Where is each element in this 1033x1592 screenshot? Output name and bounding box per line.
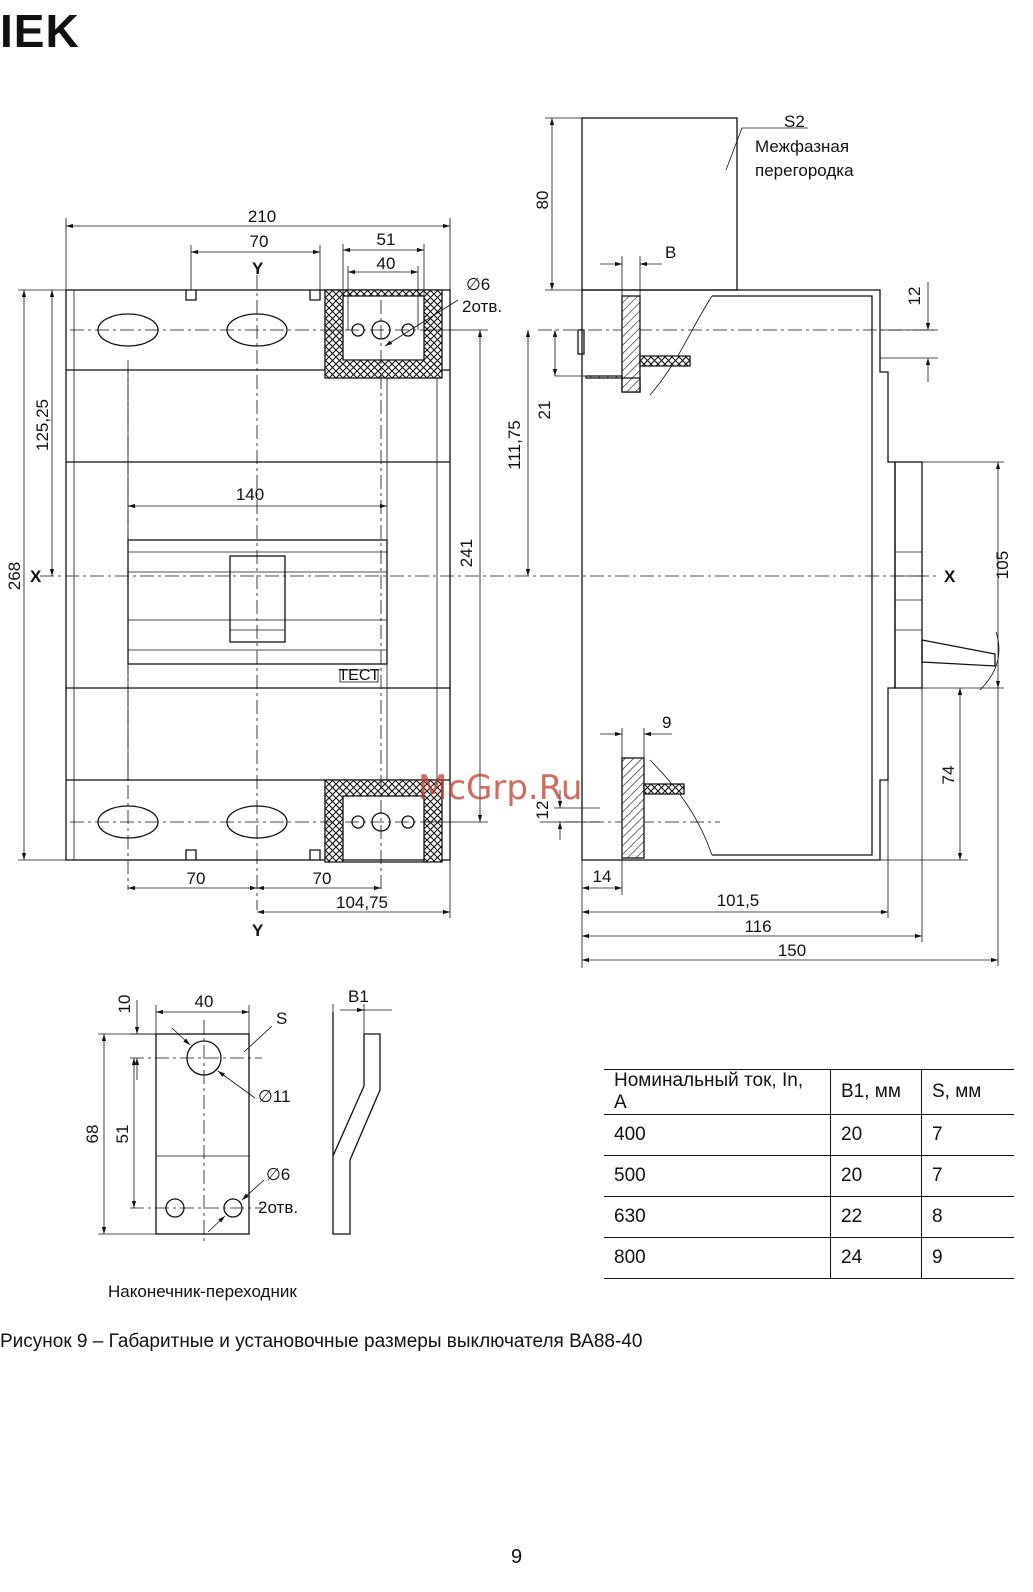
dim-pitch-bottom-left: 70	[187, 869, 206, 888]
table-row: 400 20 7	[604, 1114, 1014, 1156]
logo-text: IEK	[0, 5, 80, 57]
axis-y-top: Y	[252, 259, 264, 278]
adapter-dim-hole-spacing: 51	[113, 1125, 132, 1144]
dim-top-offset: 12	[905, 287, 924, 306]
figure-caption: Рисунок 9 – Габаритные и установочные ра…	[0, 1331, 643, 1352]
table-cell: 22	[830, 1196, 922, 1238]
table-header-current: Номинальный ток, In, А	[604, 1069, 831, 1115]
dim-base-depth: 14	[593, 867, 612, 886]
dim-handle-width: 140	[236, 485, 264, 504]
adapter-title: Наконечник-переходник	[108, 1282, 297, 1301]
axis-x-left: X	[30, 567, 42, 586]
adapter-dim-width: 40	[195, 992, 214, 1011]
dim-bottom-offset: 12	[533, 801, 552, 820]
dim-depth-1: 101,5	[717, 891, 760, 910]
dim-base-to-panel: 74	[939, 766, 958, 785]
table-cell: 7	[921, 1155, 1014, 1197]
table-cell: 800	[604, 1237, 831, 1279]
adapter-dim-hole-small: ∅6	[266, 1165, 290, 1184]
table-row: 630 22 8	[604, 1196, 1014, 1238]
table-header-row: Номинальный ток, In, А В1, мм S, мм	[604, 1069, 1014, 1115]
dim-busbar-inner: 40	[377, 254, 396, 273]
dim-overall-height: 268	[5, 562, 24, 590]
adapter-drawing: 40 10 68 51 S ∅11 ∅6 2отв. В1 Наконечник…	[83, 987, 392, 1301]
axis-x-right: X	[944, 567, 956, 586]
partition-line2: перегородка	[755, 161, 854, 180]
partition-line1: Межфазная	[755, 137, 849, 156]
table-cell: 500	[604, 1155, 831, 1197]
dim-hole-count: 2отв.	[462, 297, 502, 316]
adapter-dim-total-height: 68	[83, 1125, 102, 1144]
dim-hole-dia: ∅6	[466, 275, 490, 294]
page-number: 9	[510, 1546, 523, 1568]
table-cell: 20	[830, 1114, 922, 1156]
table-cell: 20	[830, 1155, 922, 1197]
dim-bottom-busbar-thickness: 9	[662, 713, 671, 732]
test-button-label: ТЕСТ	[338, 667, 379, 684]
table-cell: 24	[830, 1237, 922, 1279]
dim-pitch-bottom-right: 70	[313, 869, 332, 888]
dim-panel-height: 105	[993, 551, 1012, 579]
front-view: ТЕСТ X Y Y	[5, 207, 940, 940]
dim-partition-height: 80	[533, 191, 552, 210]
dim-depth-3: 150	[778, 941, 806, 960]
adapter-dim-hole-count: 2отв.	[258, 1198, 298, 1217]
table-row: 500 20 7	[604, 1155, 1014, 1197]
dim-center-to-terminal: 111,75	[505, 420, 524, 469]
test-button	[339, 669, 379, 683]
rating-table: Номинальный ток, In, А В1, мм S, мм 400 …	[604, 1069, 1014, 1279]
table-cell: 8	[921, 1196, 1014, 1238]
handle-lever	[921, 639, 996, 667]
dim-half-height: 125,25	[33, 399, 52, 451]
watermark: McGrp.Ru	[418, 768, 582, 808]
table-cell: 400	[604, 1114, 831, 1156]
dim-axis-to-busbar: 104,75	[336, 893, 388, 912]
table-header-b1: В1, мм	[830, 1069, 922, 1115]
dim-busbar-span: 241	[457, 539, 476, 567]
busbar-bottom	[324, 779, 443, 863]
table-row: 800 24 9	[604, 1237, 1014, 1279]
table-header-s: S, мм	[921, 1069, 1014, 1115]
adapter-dim-hole-large: ∅11	[258, 1087, 290, 1106]
dim-terminal-pitch: 70	[250, 232, 269, 251]
side-view: S2 Межфазная перегородка 80 В	[505, 112, 1012, 968]
busbar-top	[324, 289, 443, 379]
adapter-dim-offset: В1	[348, 987, 369, 1006]
dim-busbar-thickness: В	[665, 243, 676, 262]
table-cell: 630	[604, 1196, 831, 1238]
dim-busbar-outer: 51	[377, 230, 396, 249]
iek-logo: IEK	[0, 0, 112, 57]
adapter-dim-thickness: S	[276, 1009, 287, 1028]
dim-depth-2: 116	[744, 917, 771, 936]
adapter-dim-top-margin: 10	[115, 995, 134, 1014]
partition-code: S2	[784, 112, 805, 131]
table-cell: 7	[921, 1114, 1014, 1156]
dim-terminal-depth: 21	[535, 401, 554, 420]
dim-overall-width: 210	[248, 207, 276, 226]
table-cell: 9	[921, 1237, 1014, 1279]
axis-y-bottom: Y	[252, 921, 264, 940]
